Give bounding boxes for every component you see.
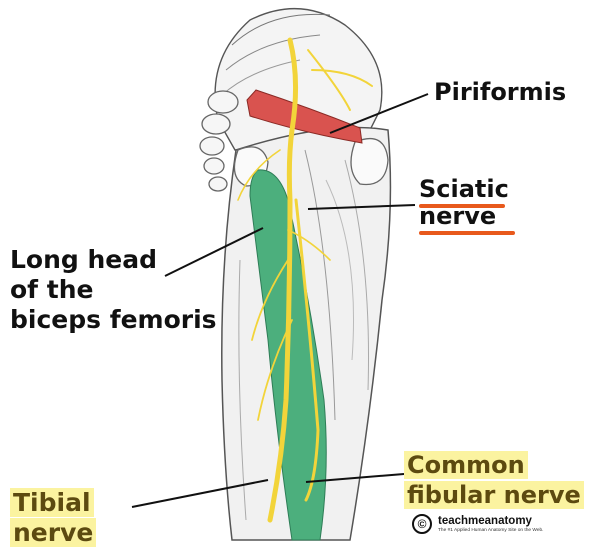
sciatic-line-1: Sciatic <box>419 175 509 208</box>
sciatic-underline <box>419 204 505 208</box>
biceps-line-1: Long head <box>10 245 158 274</box>
sciatic-leader <box>307 204 416 210</box>
brand-name: teachmeanatomy <box>438 515 532 528</box>
sciatic-nerve-label: Sciatic nerve <box>419 175 515 235</box>
common-fibular-line-2: fibular nerve <box>404 481 584 509</box>
common-fibular-nerve <box>294 198 320 502</box>
tibial-leader <box>131 479 269 508</box>
teachmeanatomy-logo: © teachmeanatomy The #1 Applied Human An… <box>412 514 544 534</box>
brand-text: teachmeanatomy The #1 Applied Human Anat… <box>438 515 544 533</box>
common-fibular-leader <box>305 473 405 483</box>
tibial-line-1: Tibial <box>10 488 94 517</box>
sciatic-tibial-nerve <box>267 197 293 523</box>
nerve-underline <box>419 230 515 235</box>
copyright-icon: © <box>412 514 432 534</box>
biceps-line-3: biceps femoris <box>10 305 217 334</box>
biceps-leader <box>164 227 264 277</box>
sacrum-coccyx <box>199 90 239 192</box>
leader-lines <box>131 93 429 508</box>
piriformis-text: Piriformis <box>434 78 567 106</box>
common-fibular-line-1: Common <box>404 451 528 479</box>
tibial-nerve-label: Tibial nerve <box>10 488 97 547</box>
sciatic-line-2: nerve <box>419 201 515 235</box>
piriformis-muscle <box>246 89 363 144</box>
sciatic-text: Sciatic <box>419 175 509 203</box>
biceps-femoris-label: Long head of the biceps femoris <box>10 245 217 335</box>
brand-tagline: The #1 Applied Human Anatomy Site on the… <box>438 527 544 533</box>
piriformis-leader <box>329 93 429 134</box>
greater-trochanter <box>350 137 389 186</box>
nerve-network <box>237 37 373 523</box>
common-fibular-nerve-label: Common fibular nerve <box>404 450 584 510</box>
sciatic-nerve-text: nerve <box>419 201 497 230</box>
tibial-line-2: nerve <box>10 517 97 547</box>
biceps-line-2: of the <box>10 275 94 304</box>
piriformis-label: Piriformis <box>434 79 566 106</box>
